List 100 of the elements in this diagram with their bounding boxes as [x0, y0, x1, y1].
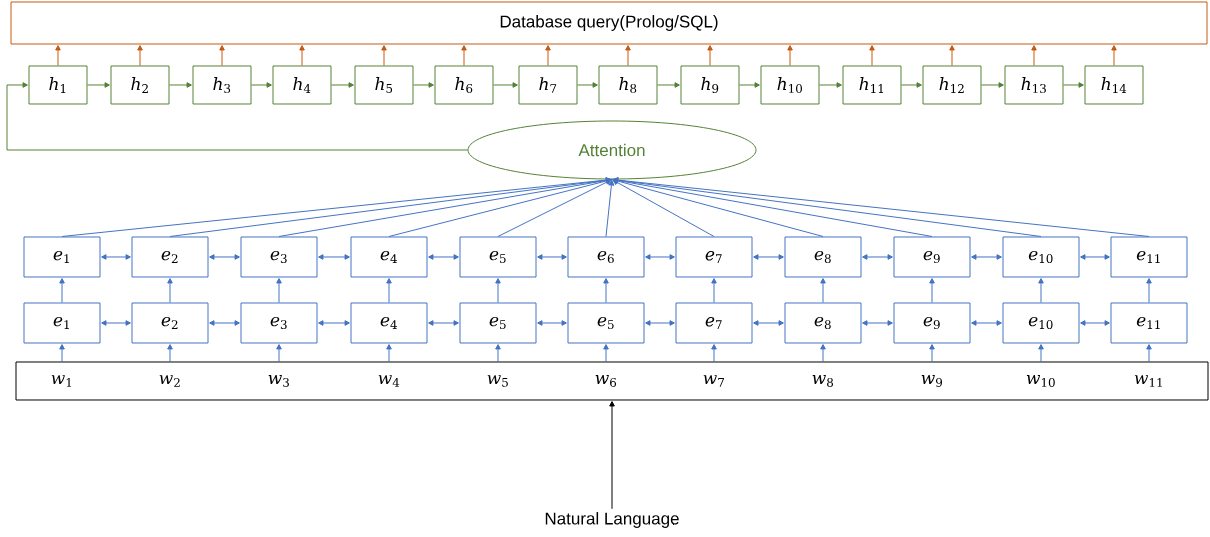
arrow: [787, 45, 793, 66]
arrow: [545, 45, 551, 66]
encoder-box: e$_{9}$: [893, 302, 971, 344]
arrow: [739, 82, 760, 88]
arrow: [278, 177, 612, 237]
arrow: [276, 278, 282, 303]
decoder-box: h$_{11}$: [842, 65, 902, 105]
encoder-box: e$_{7}$: [675, 302, 753, 344]
arrow: [603, 278, 609, 303]
arrow: [101, 254, 131, 260]
arrow: [1063, 82, 1084, 88]
arrow: [6, 82, 468, 151]
arrow: [753, 254, 784, 260]
encoder-box: e$_{10}$: [1002, 236, 1080, 278]
encoder-box: e$_{8}$: [784, 302, 862, 344]
encoder-box: e$_{6}$: [567, 236, 645, 278]
arrow: [612, 179, 715, 237]
arrow: [251, 82, 272, 88]
arrow: [820, 344, 826, 363]
word-label: w$_{3}$: [268, 375, 289, 387]
decoder-box: h$_{12}$: [922, 65, 982, 105]
arrow: [331, 82, 354, 88]
arrow: [929, 278, 935, 303]
arrow: [59, 344, 65, 363]
arrow: [167, 344, 173, 363]
arrow: [577, 82, 598, 88]
word-label: w$_{8}$: [812, 375, 833, 387]
input-box: [15, 361, 1209, 401]
decoder-box: h$_{10}$: [760, 65, 820, 105]
encoder-box: e$_{7}$: [675, 236, 753, 278]
arrow: [869, 45, 875, 66]
encoder-box: e$_{11}$: [1110, 302, 1188, 344]
arrow: [1146, 344, 1152, 363]
arrow: [1146, 278, 1152, 303]
encoder-box: e$_{3}$: [240, 302, 318, 344]
arrow: [612, 177, 1150, 237]
encoder-box: e$_{9}$: [893, 236, 971, 278]
arrow: [820, 278, 826, 303]
arrow: [101, 320, 131, 326]
arrow: [318, 320, 350, 326]
encoder-box: e$_{4}$: [350, 302, 428, 344]
word-label: w$_{5}$: [487, 375, 508, 387]
arrow: [495, 344, 501, 363]
word-label: w$_{10}$: [1026, 375, 1055, 387]
word-label: w$_{2}$: [159, 375, 180, 387]
arrow: [169, 177, 612, 237]
arrow: [609, 401, 615, 510]
arrow: [495, 278, 501, 303]
encoder-box: e$_{4}$: [350, 236, 428, 278]
arrow: [318, 254, 350, 260]
decoder-box: h$_{9}$: [680, 65, 740, 105]
arrow: [493, 82, 518, 88]
arrow: [137, 45, 143, 66]
arrow: [971, 254, 1002, 260]
arrow: [645, 254, 675, 260]
arrow: [1111, 45, 1117, 66]
arrow: [753, 320, 784, 326]
arrow: [55, 45, 61, 66]
encoder-box: e$_{2}$: [131, 236, 209, 278]
word-label: w$_{4}$: [378, 375, 400, 387]
arrow: [901, 82, 922, 88]
arrow: [711, 278, 717, 303]
arrow: [209, 254, 240, 260]
decoder-box: h$_{6}$: [434, 65, 494, 105]
encoder-box: e$_{5}$: [459, 236, 537, 278]
arrow: [605, 180, 615, 237]
arrow: [537, 254, 567, 260]
encoder-box: e$_{11}$: [1110, 236, 1188, 278]
output-box: Database query(Prolog/SQL): [10, 1, 1208, 45]
arrow: [711, 344, 717, 363]
arrow: [386, 344, 392, 363]
encoder-box: e$_{5}$: [459, 302, 537, 344]
arrow: [707, 45, 713, 66]
arrow: [645, 320, 675, 326]
decoder-box: h$_{4}$: [272, 65, 332, 105]
arrow: [657, 82, 680, 88]
arrow: [461, 45, 467, 66]
arrow: [981, 82, 1004, 88]
arrow: [87, 82, 110, 88]
decoder-box: h$_{13}$: [1004, 65, 1064, 105]
encoder-box: e$_{5}$: [567, 302, 645, 344]
encoder-box: e$_{1}$: [23, 302, 101, 344]
arrow: [819, 82, 842, 88]
word-label: w$_{9}$: [921, 375, 942, 387]
word-label: w$_{7}$: [703, 375, 724, 387]
arrow: [1031, 45, 1037, 66]
arrow: [428, 320, 459, 326]
decoder-box: h$_{14}$: [1084, 65, 1144, 105]
decoder-box: h$_{5}$: [354, 65, 414, 105]
arrow: [929, 344, 935, 363]
arrow: [299, 45, 305, 66]
arrow: [497, 179, 612, 237]
encoder-box: e$_{3}$: [240, 236, 318, 278]
arrow: [612, 178, 824, 237]
arrow: [167, 278, 173, 303]
arrow: [971, 320, 1002, 326]
arrow: [209, 320, 240, 326]
encoder-box: e$_{1}$: [23, 236, 101, 278]
arrow: [1080, 254, 1110, 260]
encoder-box: e$_{2}$: [131, 302, 209, 344]
